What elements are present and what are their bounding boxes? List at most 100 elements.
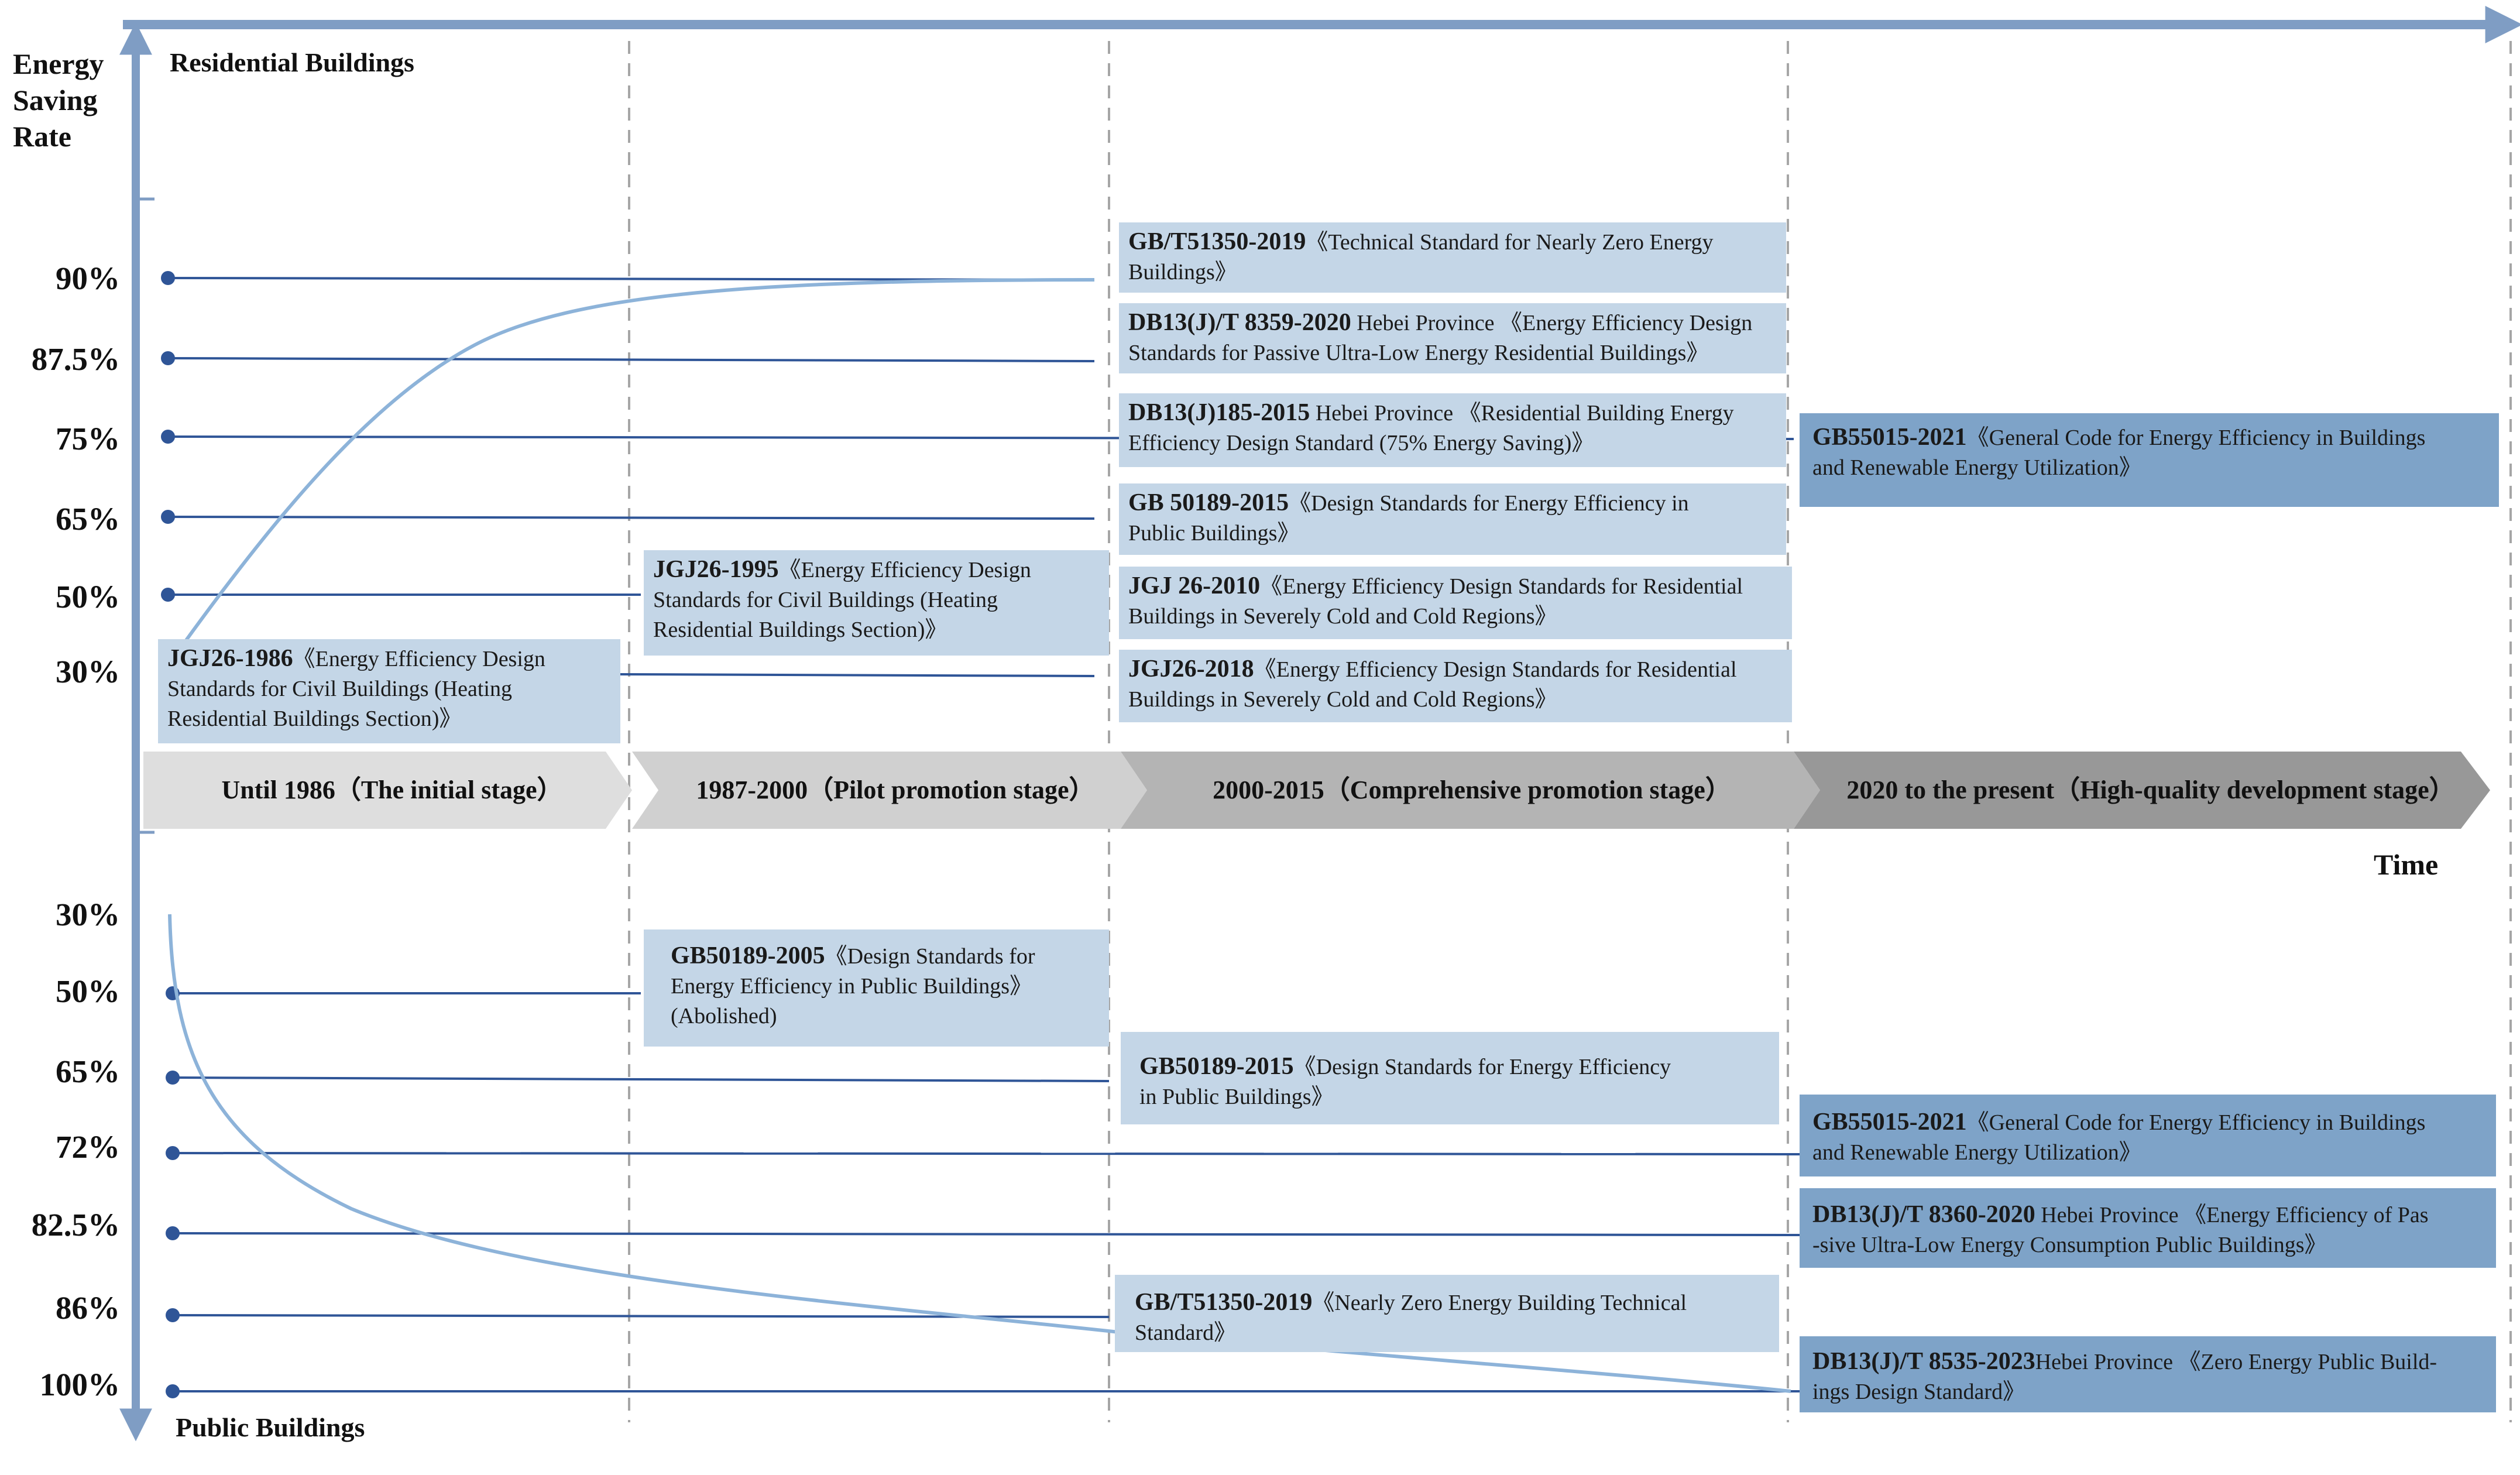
standard-text-line: -sive Ultra-Low Energy Consumption Publi… bbox=[1812, 1233, 2327, 1257]
standard-text-line: 《General Code for Energy Efficiency in B… bbox=[1966, 1110, 2426, 1135]
standard-text-line: in Public Buildings》 bbox=[1139, 1085, 1334, 1109]
rate-dot bbox=[166, 1146, 180, 1160]
standard-text-line: and Renewable Energy Utilization》 bbox=[1812, 455, 2141, 480]
stage-label: 1987-2000（Pilot promotion stage） bbox=[696, 776, 1095, 804]
rate-line-pub-65 bbox=[172, 1076, 1110, 1082]
rate-label: 72% bbox=[56, 1129, 120, 1165]
rate-dot bbox=[161, 271, 175, 285]
standard-text-line: 《General Code for Energy Efficiency in B… bbox=[1966, 426, 2426, 450]
rate-label: 82.5% bbox=[31, 1207, 120, 1243]
standard-text-line: 《Energy Efficiency Design Standards for … bbox=[1254, 657, 1737, 682]
stage-band-1 bbox=[143, 752, 632, 829]
rate-dot bbox=[166, 1071, 180, 1085]
standard-code: DB13(J)/T 8535-2023 bbox=[1812, 1348, 2035, 1375]
y-axis-title-line: Saving bbox=[13, 84, 98, 116]
standard-card: JGJ26-1986《Energy Efficiency Design Stan… bbox=[158, 639, 620, 743]
standard-text-line: Hebei Province 《Residential Building Ene… bbox=[1310, 401, 1734, 426]
standard-card: JGJ26-2018《Energy Efficiency Design Stan… bbox=[1119, 650, 1792, 722]
rate-line-res-87-5 bbox=[167, 357, 1095, 362]
standard-code: GB55015-2021 bbox=[1812, 424, 1967, 451]
standard-text-line: Standards for Civil Buildings (Heating bbox=[167, 677, 512, 701]
rate-dot bbox=[161, 430, 175, 444]
standard-code: GB55015-2021 bbox=[1812, 1109, 1967, 1136]
standard-code: GB50189-2005 bbox=[671, 942, 825, 969]
standard-text-line: 《Energy Efficiency Design bbox=[293, 647, 545, 671]
standard-code: JGJ26-1986 bbox=[167, 645, 293, 672]
standard-text-line: 《Technical Standard for Nearly Zero Ener… bbox=[1306, 230, 1714, 255]
standard-card: GB/T51350-2019《Nearly Zero Energy Buildi… bbox=[1115, 1275, 1779, 1352]
rate-label: 87.5% bbox=[31, 341, 120, 377]
rate-label: 100% bbox=[39, 1367, 121, 1402]
standard-text-line: 《Energy Efficiency Design bbox=[778, 558, 1031, 582]
stage-label: Until 1986（The initial stage） bbox=[221, 776, 563, 804]
standard-code: GB50189-2015 bbox=[1139, 1053, 1294, 1080]
standard-text-line: 《Design Standards for Energy Efficiency … bbox=[1289, 491, 1689, 516]
standard-text-line: Hebei Province 《Energy Efficiency Design bbox=[1351, 311, 1753, 335]
stage-band-2 bbox=[632, 752, 1147, 829]
residential-trend-curve bbox=[183, 278, 1095, 644]
standard-card: GB/T51350-2019《Technical Standard for Ne… bbox=[1119, 222, 1786, 293]
standard-code: DB13(J)185-2015 bbox=[1128, 399, 1310, 426]
standard-text-line: ings Design Standard》 bbox=[1812, 1380, 2025, 1404]
standard-code: GB/T51350-2019 bbox=[1135, 1289, 1313, 1316]
standard-card: DB13(J)/T 8359-2020 Hebei Province 《Ener… bbox=[1119, 303, 1786, 373]
standard-code: JGJ 26-2010 bbox=[1128, 572, 1261, 599]
y-axis-title-line: Energy bbox=[13, 47, 104, 80]
standard-text-line: 《Design Standards for bbox=[825, 944, 1035, 969]
standard-card: DB13(J)/T 8360-2020 Hebei Province 《Ener… bbox=[1800, 1188, 2496, 1268]
rate-line-res-30 bbox=[620, 673, 1095, 677]
stage-label: 2000-2015（Comprehensive promotion stage） bbox=[1213, 776, 1731, 804]
standard-text-line: Efficiency Design Standard (75% Energy S… bbox=[1128, 431, 1594, 455]
rate-label: 50% bbox=[56, 579, 120, 615]
standard-text-line: 《Nearly Zero Energy Building Technical bbox=[1312, 1291, 1687, 1315]
rate-label: 86% bbox=[56, 1290, 120, 1326]
rate-dot bbox=[166, 1384, 180, 1398]
standard-card: GB50189-2015《Design Standards for Energy… bbox=[1121, 1032, 1779, 1124]
standard-text-line: Buildings》 bbox=[1128, 260, 1237, 284]
standard-text-line: Hebei Province 《Energy Efficiency of Pas bbox=[2035, 1203, 2429, 1227]
standard-card: DB13(J)/T 8535-2023Hebei Province 《Zero … bbox=[1800, 1336, 2496, 1412]
rate-label: 65% bbox=[56, 501, 120, 537]
standard-text-line: Residential Buildings Section)》 bbox=[167, 706, 462, 731]
y-axis-title: Energy Saving Rate bbox=[13, 46, 104, 155]
standard-card: GB50189-2005《Design Standards for Energy… bbox=[644, 929, 1109, 1047]
standard-code: DB13(J)/T 8360-2020 bbox=[1812, 1201, 2035, 1228]
standard-card: GB55015-2021《General Code for Energy Eff… bbox=[1800, 413, 2499, 507]
standard-text-line: Standards for Passive Ultra-Low Energy R… bbox=[1128, 341, 1709, 365]
public-trend-curve bbox=[168, 914, 1791, 1393]
standard-text-line: 《Energy Efficiency Design Standards for … bbox=[1260, 574, 1743, 599]
rate-label: 90% bbox=[56, 260, 120, 296]
rate-line-pub-82-5 bbox=[172, 1232, 1800, 1236]
standard-card: JGJ26-1995《Energy Efficiency Design Stan… bbox=[644, 550, 1109, 656]
rate-label: 30% bbox=[56, 897, 120, 932]
standard-text-line: (Abolished) bbox=[671, 1004, 777, 1028]
rate-label: 30% bbox=[56, 654, 120, 690]
standard-card: DB13(J)185-2015 Hebei Province 《Resident… bbox=[1119, 393, 1786, 467]
rate-dot bbox=[161, 351, 175, 365]
stage-band-3 bbox=[1121, 752, 1820, 829]
standard-text-line: Hebei Province 《Zero Energy Public Build… bbox=[2035, 1350, 2437, 1374]
rate-line-pub-72 bbox=[172, 1152, 1800, 1155]
stage-label: 2020 to the present（High-quality develop… bbox=[1846, 776, 2455, 804]
y-axis-title-line: Rate bbox=[13, 120, 71, 153]
standard-text-line: Public Buildings》 bbox=[1128, 521, 1300, 546]
stage-band-4 bbox=[1794, 752, 2490, 829]
standard-code: GB 50189-2015 bbox=[1128, 489, 1289, 516]
standard-text-line: Energy Efficiency in Public Buildings》 bbox=[671, 974, 1032, 999]
standard-code: DB13(J)/T 8359-2020 bbox=[1128, 309, 1351, 336]
public-section-title: Public Buildings bbox=[176, 1412, 365, 1442]
standard-text-line: Residential Buildings Section)》 bbox=[653, 618, 947, 642]
rate-label: 75% bbox=[56, 421, 120, 457]
standard-text-line: Standard》 bbox=[1135, 1320, 1237, 1345]
standard-code: JGJ26-1995 bbox=[653, 556, 779, 583]
rate-dot bbox=[161, 588, 175, 602]
standard-text-line: 《Design Standards for Energy Efficiency bbox=[1293, 1055, 1671, 1079]
standard-text-line: Buildings in Severely Cold and Cold Regi… bbox=[1128, 687, 1557, 712]
standard-card: GB 50189-2015《Design Standards for Energ… bbox=[1119, 483, 1786, 555]
x-axis-title: Time bbox=[2374, 848, 2439, 881]
standard-card: JGJ 26-2010《Energy Efficiency Design Sta… bbox=[1119, 567, 1792, 639]
rate-line-res-65 bbox=[167, 516, 1095, 520]
rate-label: 50% bbox=[56, 973, 120, 1009]
